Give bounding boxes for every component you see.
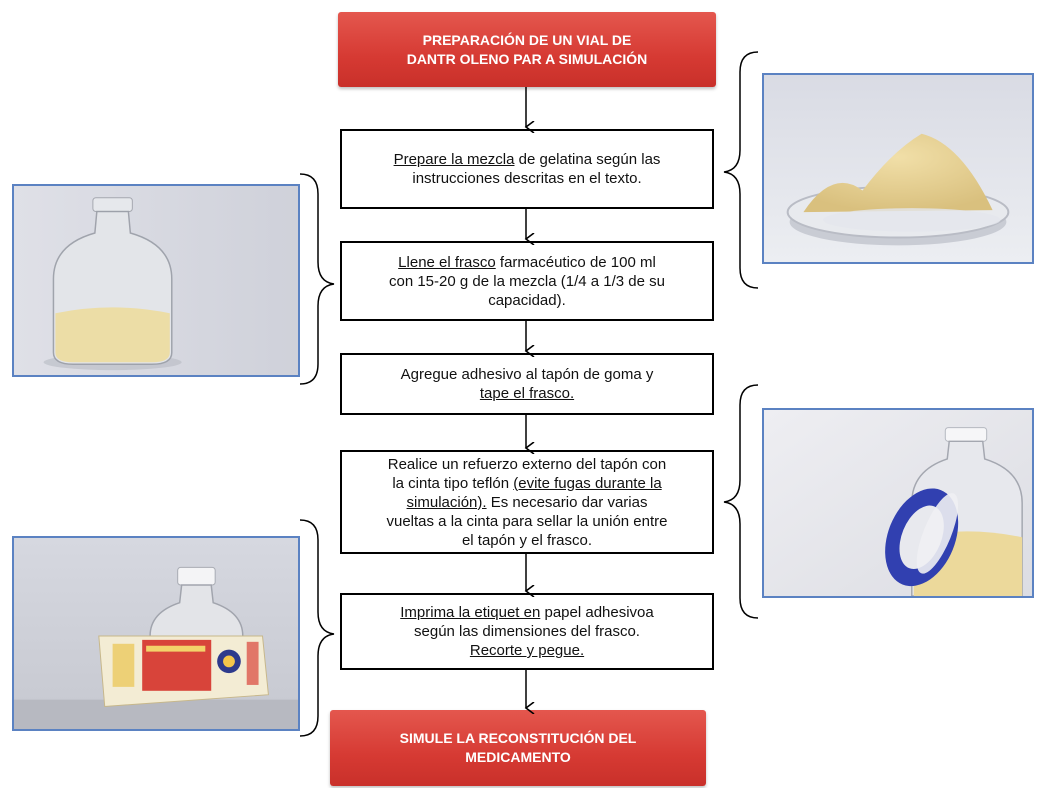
step-fill-vial: Llene el frasco farmacéutico de 100 ml c… xyxy=(340,241,714,321)
step2-text: farmacéutico de 100 ml xyxy=(495,253,656,271)
step-print-label: Imprima la etiquet en papel adhesivoa se… xyxy=(340,593,714,670)
step-add-adhesive: Agregue adhesivo al tapón de goma y tape… xyxy=(340,353,714,415)
end-box: SIMULE LA RECONSTITUCIÓN DEL MEDICAMENTO xyxy=(330,710,706,786)
step-prepare-mix: Prepare la mezcla de gelatina según las … xyxy=(340,129,714,209)
photo-labeled-vial xyxy=(12,536,300,731)
step4-line1: Realice un refuerzo externo del tapón co… xyxy=(387,455,667,473)
step5-underlined: Imprima la etiquet en xyxy=(400,604,541,621)
step2-line2: con 15-20 g de la mezcla (1/4 a 1/3 de s… xyxy=(388,272,665,290)
brace-right-1 xyxy=(723,51,759,289)
start-box-line1: PREPARACIÓN DE UN VIAL DE xyxy=(422,31,632,48)
brace-left-2 xyxy=(299,173,335,385)
step4-line3-rest: Es necesario dar varias xyxy=(486,493,648,511)
end-box-line1: SIMULE LA RECONSTITUCIÓN DEL xyxy=(399,730,637,746)
photo-gelatin-mix xyxy=(762,73,1034,264)
step1-line2: instrucciones descritas en el texto. xyxy=(412,170,642,187)
brace-right-4 xyxy=(723,384,759,619)
end-box-line2: MEDICAMENTO xyxy=(465,749,571,765)
step2-line3: capacidad). xyxy=(488,291,566,309)
step5-text: papel adhesivoa xyxy=(540,604,654,621)
step1-text: de gelatina según las xyxy=(514,151,661,168)
start-box-line2: DANTR OLENO PAR A SIMULACIÓN xyxy=(406,50,648,67)
step5-line3-underlined: Recorte y pegue. xyxy=(469,642,585,659)
photo-filled-vial xyxy=(12,184,300,377)
step4-line4: vueltas a la cinta para sellar la unión … xyxy=(386,512,668,530)
step4-line5: el tapón y el frasco. xyxy=(461,531,593,549)
brace-left-5 xyxy=(299,519,335,737)
step3-line1: Agregue adhesivo al tapón de goma y xyxy=(400,366,654,383)
step4-line3-underlined: simulación). xyxy=(406,493,487,511)
step1-underlined: Prepare la mezcla xyxy=(393,151,515,168)
step4-line2-pre: la cinta tipo teflón xyxy=(392,474,514,492)
step5-line2: según las dimensiones del frasco. xyxy=(414,623,640,640)
step4-line2-underlined: (evite fugas durante la xyxy=(513,474,662,492)
step-reinforce-cap: Realice un refuerzo externo del tapón co… xyxy=(340,450,714,554)
start-box: PREPARACIÓN DE UN VIAL DE DANTR OLENO PA… xyxy=(338,12,716,87)
step3-underlined: tape el frasco. xyxy=(479,385,575,402)
step2-underlined: Llene el frasco xyxy=(398,253,496,271)
photo-teflon-tape xyxy=(762,408,1034,598)
